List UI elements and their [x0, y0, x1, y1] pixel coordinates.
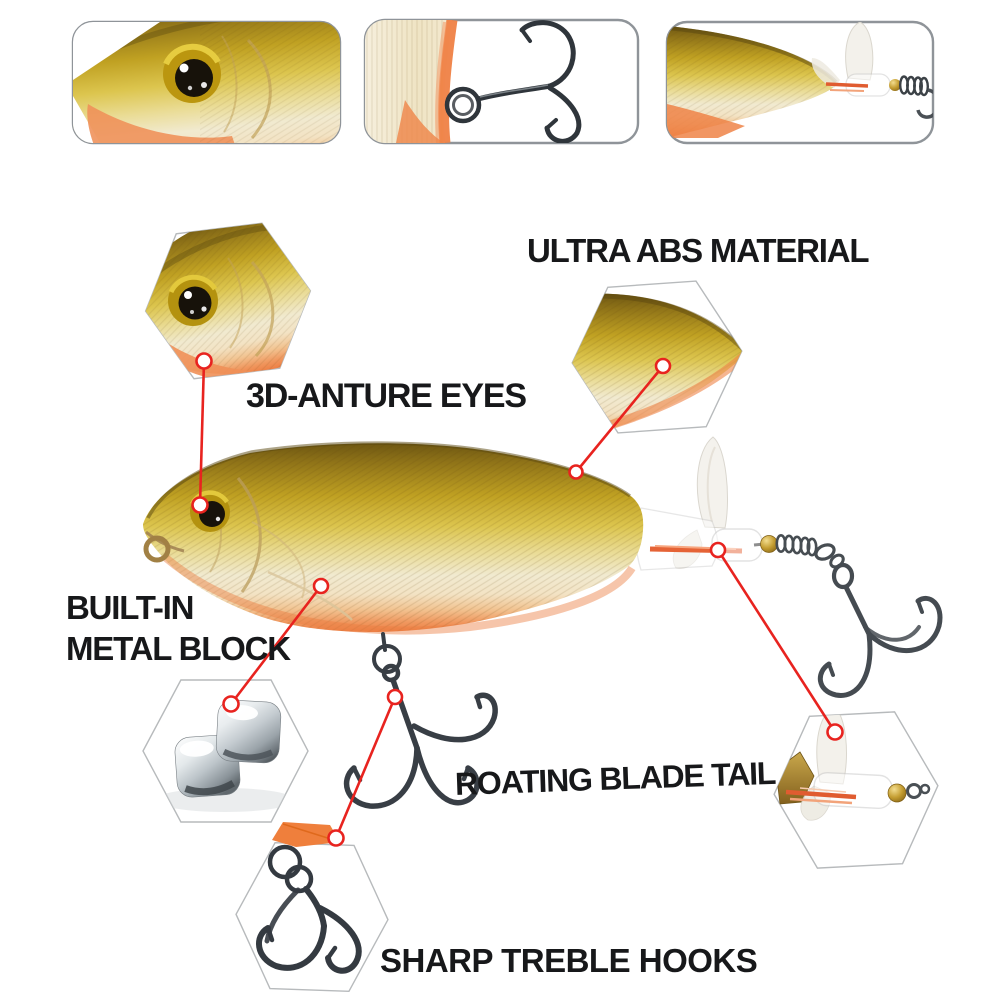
belly-treble-hook — [343, 632, 498, 809]
callout-hexagon-abs-material — [567, 280, 747, 436]
rear-treble-hook — [817, 562, 943, 698]
main-lure-illustration — [143, 436, 943, 809]
leader-line-metal-block — [222, 577, 330, 713]
callout-hexagon-metal-block — [142, 679, 309, 823]
thumbnail-tail-blade-closeup — [665, 20, 935, 145]
leader-line-eyes — [191, 352, 213, 514]
point-marker — [654, 357, 672, 375]
tail-blade-assembly — [635, 436, 845, 571]
thumbnail-head-closeup — [71, 20, 342, 145]
thumbnail-eye — [163, 43, 221, 103]
label-built-in-line2: METAL BLOCK — [66, 629, 291, 667]
label-built-in-metal-block: BUILT-IN METAL BLOCK — [66, 588, 291, 670]
callout-hexagon-treble-hooks — [235, 822, 389, 993]
thumbnail-treble-hook — [444, 20, 582, 143]
line-tie-loop — [143, 535, 171, 563]
point-marker — [195, 352, 213, 370]
point-marker — [386, 688, 404, 706]
thumbnail-belly-hook-closeup — [363, 18, 640, 145]
leader-lines — [191, 352, 844, 847]
metal-cubes — [155, 699, 295, 812]
callout-hexagon-blade-tail — [773, 709, 939, 869]
callout-eye-detail — [168, 274, 218, 326]
label-ultra-abs-material: ULTRA ABS MATERIAL — [527, 232, 870, 269]
leader-line-abs-material — [568, 357, 672, 480]
point-marker — [312, 577, 330, 595]
point-marker — [709, 541, 727, 559]
leader-line-blade-tail — [709, 541, 844, 741]
blade-closeup — [775, 709, 931, 821]
orange-fin — [272, 822, 340, 847]
label-built-in-line1: BUILT-IN — [66, 589, 194, 626]
leader-line-treble-hooks — [327, 688, 404, 847]
label-sharp-treble-hooks: SHARP TREBLE HOOKS — [380, 942, 758, 979]
label-3d-nature-eyes: 3D-ANTURE EYES — [246, 377, 527, 415]
point-marker — [327, 829, 345, 847]
callout-hexagon-eyes — [136, 218, 320, 382]
point-marker — [222, 695, 240, 713]
lure-body — [143, 441, 644, 635]
treble-hook-closeup — [256, 844, 362, 974]
point-marker — [191, 496, 209, 514]
point-marker — [568, 464, 584, 480]
point-marker — [826, 723, 844, 741]
